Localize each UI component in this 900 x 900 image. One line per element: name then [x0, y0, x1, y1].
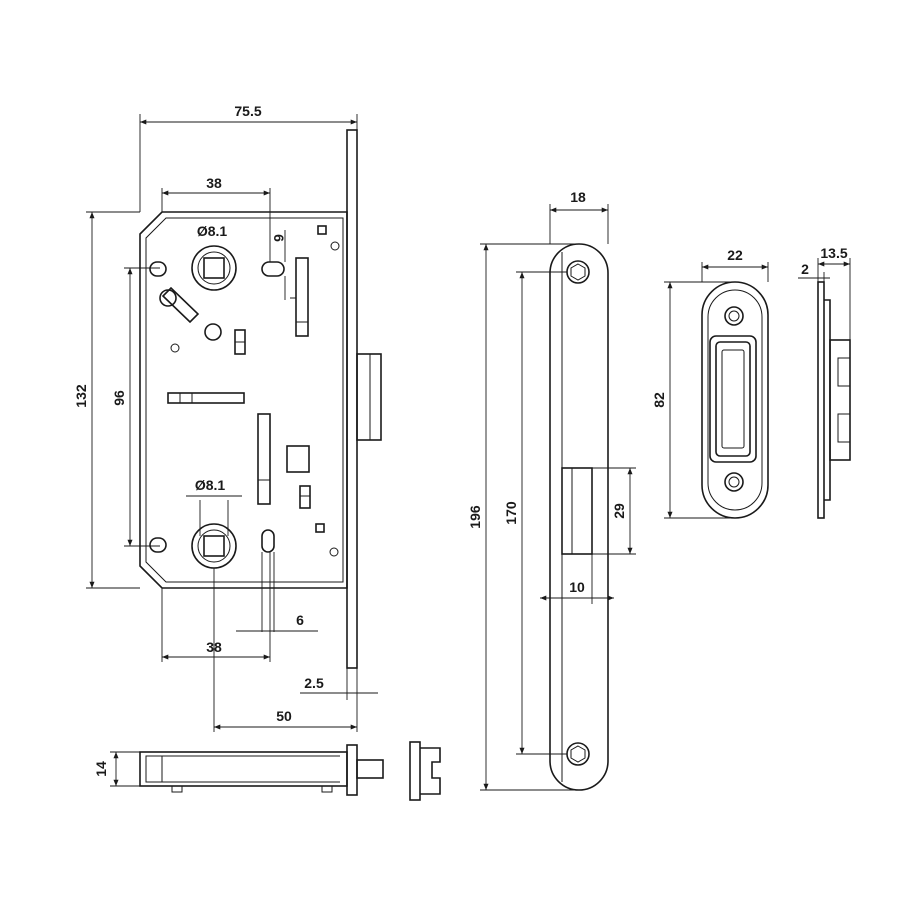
label-strike-thickness: 2	[801, 261, 809, 277]
label-latch-height: 29	[611, 503, 627, 519]
label-body-height: 132	[73, 384, 89, 408]
label-slot-width-bottom: 6	[296, 612, 304, 628]
label-slot-width-top: 6	[271, 234, 287, 242]
label-spindle-offset-bottom: 38	[206, 639, 222, 655]
dimension-labels: 75.5 38 Ø8.1 6 132 96 Ø8.1 6 38 2.5 50 1…	[73, 103, 848, 777]
faceplate-view	[480, 204, 636, 791]
label-spindle-diameter-bottom: Ø8.1	[195, 477, 226, 493]
strike-side-view	[798, 258, 851, 519]
label-spindle-spacing: 96	[111, 390, 127, 406]
label-faceplate-thickness: 2.5	[304, 675, 324, 691]
lock-body-bottom-view	[110, 741, 441, 801]
strike-plate-view	[664, 262, 769, 519]
label-body-width: 75.5	[234, 103, 261, 119]
label-spindle-diameter-top: Ø8.1	[197, 223, 228, 239]
label-backset: 50	[276, 708, 292, 724]
lock-body-front-view	[139, 129, 382, 669]
label-screw-spacing: 170	[503, 501, 519, 525]
front-view-dimensions	[86, 114, 378, 732]
label-strike-height: 82	[651, 392, 667, 408]
label-faceplate-width: 18	[570, 189, 586, 205]
label-spindle-offset-top: 38	[206, 175, 222, 191]
label-strike-depth: 13.5	[820, 245, 847, 261]
label-latch-width: 10	[569, 579, 585, 595]
label-body-depth: 14	[93, 761, 109, 777]
label-strike-width: 22	[727, 247, 743, 263]
label-faceplate-length: 196	[467, 505, 483, 529]
